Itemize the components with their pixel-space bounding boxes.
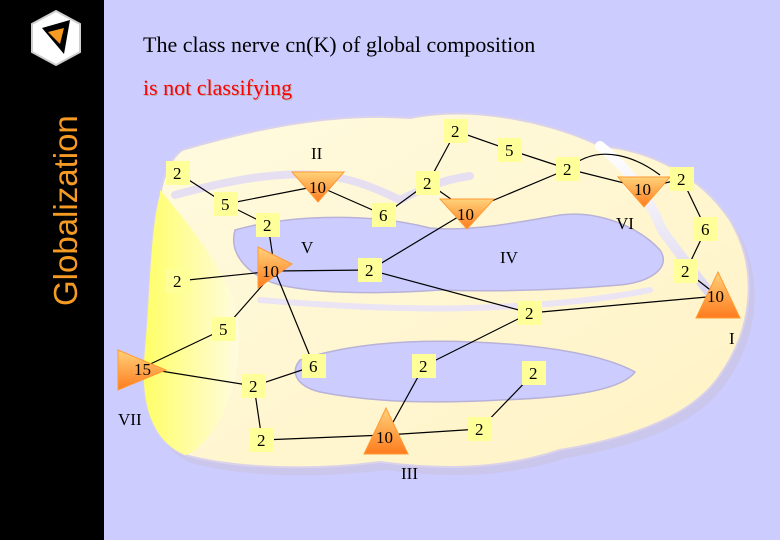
triangle-node-value: 15	[134, 360, 151, 379]
square-node[interactable]: 2	[518, 301, 542, 325]
square-node[interactable]: 2	[242, 374, 266, 398]
square-node-value: 2	[257, 431, 266, 450]
region-label: I	[729, 329, 735, 348]
square-node-value: 2	[423, 174, 432, 193]
square-node-value: 2	[677, 170, 686, 189]
square-node[interactable]: 2	[468, 417, 492, 441]
square-node[interactable]: 6	[372, 203, 396, 227]
square-node-value: 5	[505, 141, 514, 160]
region-labels: I II III IV V VI VII	[118, 144, 735, 483]
triangle-node-value: 10	[457, 205, 474, 224]
triangle-node-value: 10	[376, 428, 393, 447]
square-node[interactable]: 2	[444, 119, 468, 143]
region-label: III	[401, 464, 418, 483]
square-node[interactable]: 6	[302, 354, 326, 378]
slide-title: The class nerve cn(K) of global composit…	[143, 32, 536, 57]
square-node[interactable]: 2	[670, 167, 694, 191]
region-label: VI	[616, 214, 634, 233]
square-node-value: 2	[681, 262, 690, 281]
square-node[interactable]: 2	[674, 259, 698, 283]
square-node[interactable]: 2	[250, 428, 274, 452]
triangle-node[interactable]: 10	[363, 406, 409, 455]
square-node-value: 5	[221, 195, 230, 214]
square-node[interactable]: 6	[694, 217, 718, 241]
square-node-value: 6	[309, 357, 318, 376]
triangle-node[interactable]: 10	[438, 198, 496, 230]
square-node-value: 5	[219, 320, 228, 339]
square-node[interactable]: 2	[166, 161, 190, 185]
triangle-node-value: 10	[262, 262, 279, 281]
triangle-node-value: 10	[634, 180, 651, 199]
square-node[interactable]: 2	[556, 157, 580, 181]
square-node-value: 2	[529, 364, 538, 383]
region-label: IV	[500, 248, 519, 267]
square-node[interactable]: 2	[166, 269, 190, 293]
triangle-node[interactable]: 10	[257, 246, 293, 289]
region-label: VII	[118, 410, 142, 429]
region-label: II	[311, 144, 323, 163]
square-node[interactable]: 2	[358, 258, 382, 282]
square-node-value: 2	[563, 160, 572, 179]
triangle-node-value: 10	[707, 287, 724, 306]
square-node-value: 2	[419, 357, 428, 376]
square-node-value: 6	[701, 220, 710, 239]
square-node[interactable]: 2	[256, 213, 280, 237]
square-node[interactable]: 5	[214, 192, 238, 216]
slide-subtitle: is not classifying	[143, 75, 293, 100]
square-node-value: 2	[173, 164, 182, 183]
square-nodes: 2 5 2 2 2 2 2 2 6 2 2 2 2 6 5 2 2 6 2 5 …	[166, 119, 718, 452]
square-node[interactable]: 2	[416, 171, 440, 195]
square-node[interactable]: 5	[212, 317, 236, 341]
nerve-edges	[141, 130, 719, 441]
square-node-value: 2	[475, 420, 484, 439]
band-surface	[142, 112, 755, 476]
sidebar: Globalization	[0, 0, 104, 540]
globalization-logo-icon	[31, 9, 81, 67]
triangle-nodes: 10 10 10 10 10 15 10	[117, 171, 741, 455]
square-node-value: 2	[365, 261, 374, 280]
square-node-value: 2	[451, 122, 460, 141]
triangle-node[interactable]: 10	[290, 171, 346, 203]
square-node[interactable]: 2	[522, 361, 546, 385]
square-node-value: 2	[263, 216, 272, 235]
square-node-value: 2	[249, 377, 258, 396]
triangle-node-value: 10	[309, 178, 326, 197]
triangle-node[interactable]: 15	[117, 349, 168, 391]
triangle-node[interactable]: 10	[695, 270, 741, 319]
triangle-node[interactable]: 10	[616, 176, 672, 208]
region-label: V	[301, 238, 314, 257]
square-node-value: 6	[379, 206, 388, 225]
square-node-value: 2	[525, 304, 534, 323]
square-node[interactable]: 5	[498, 138, 522, 162]
square-node[interactable]: 2	[412, 354, 436, 378]
square-node-value: 2	[173, 272, 182, 291]
